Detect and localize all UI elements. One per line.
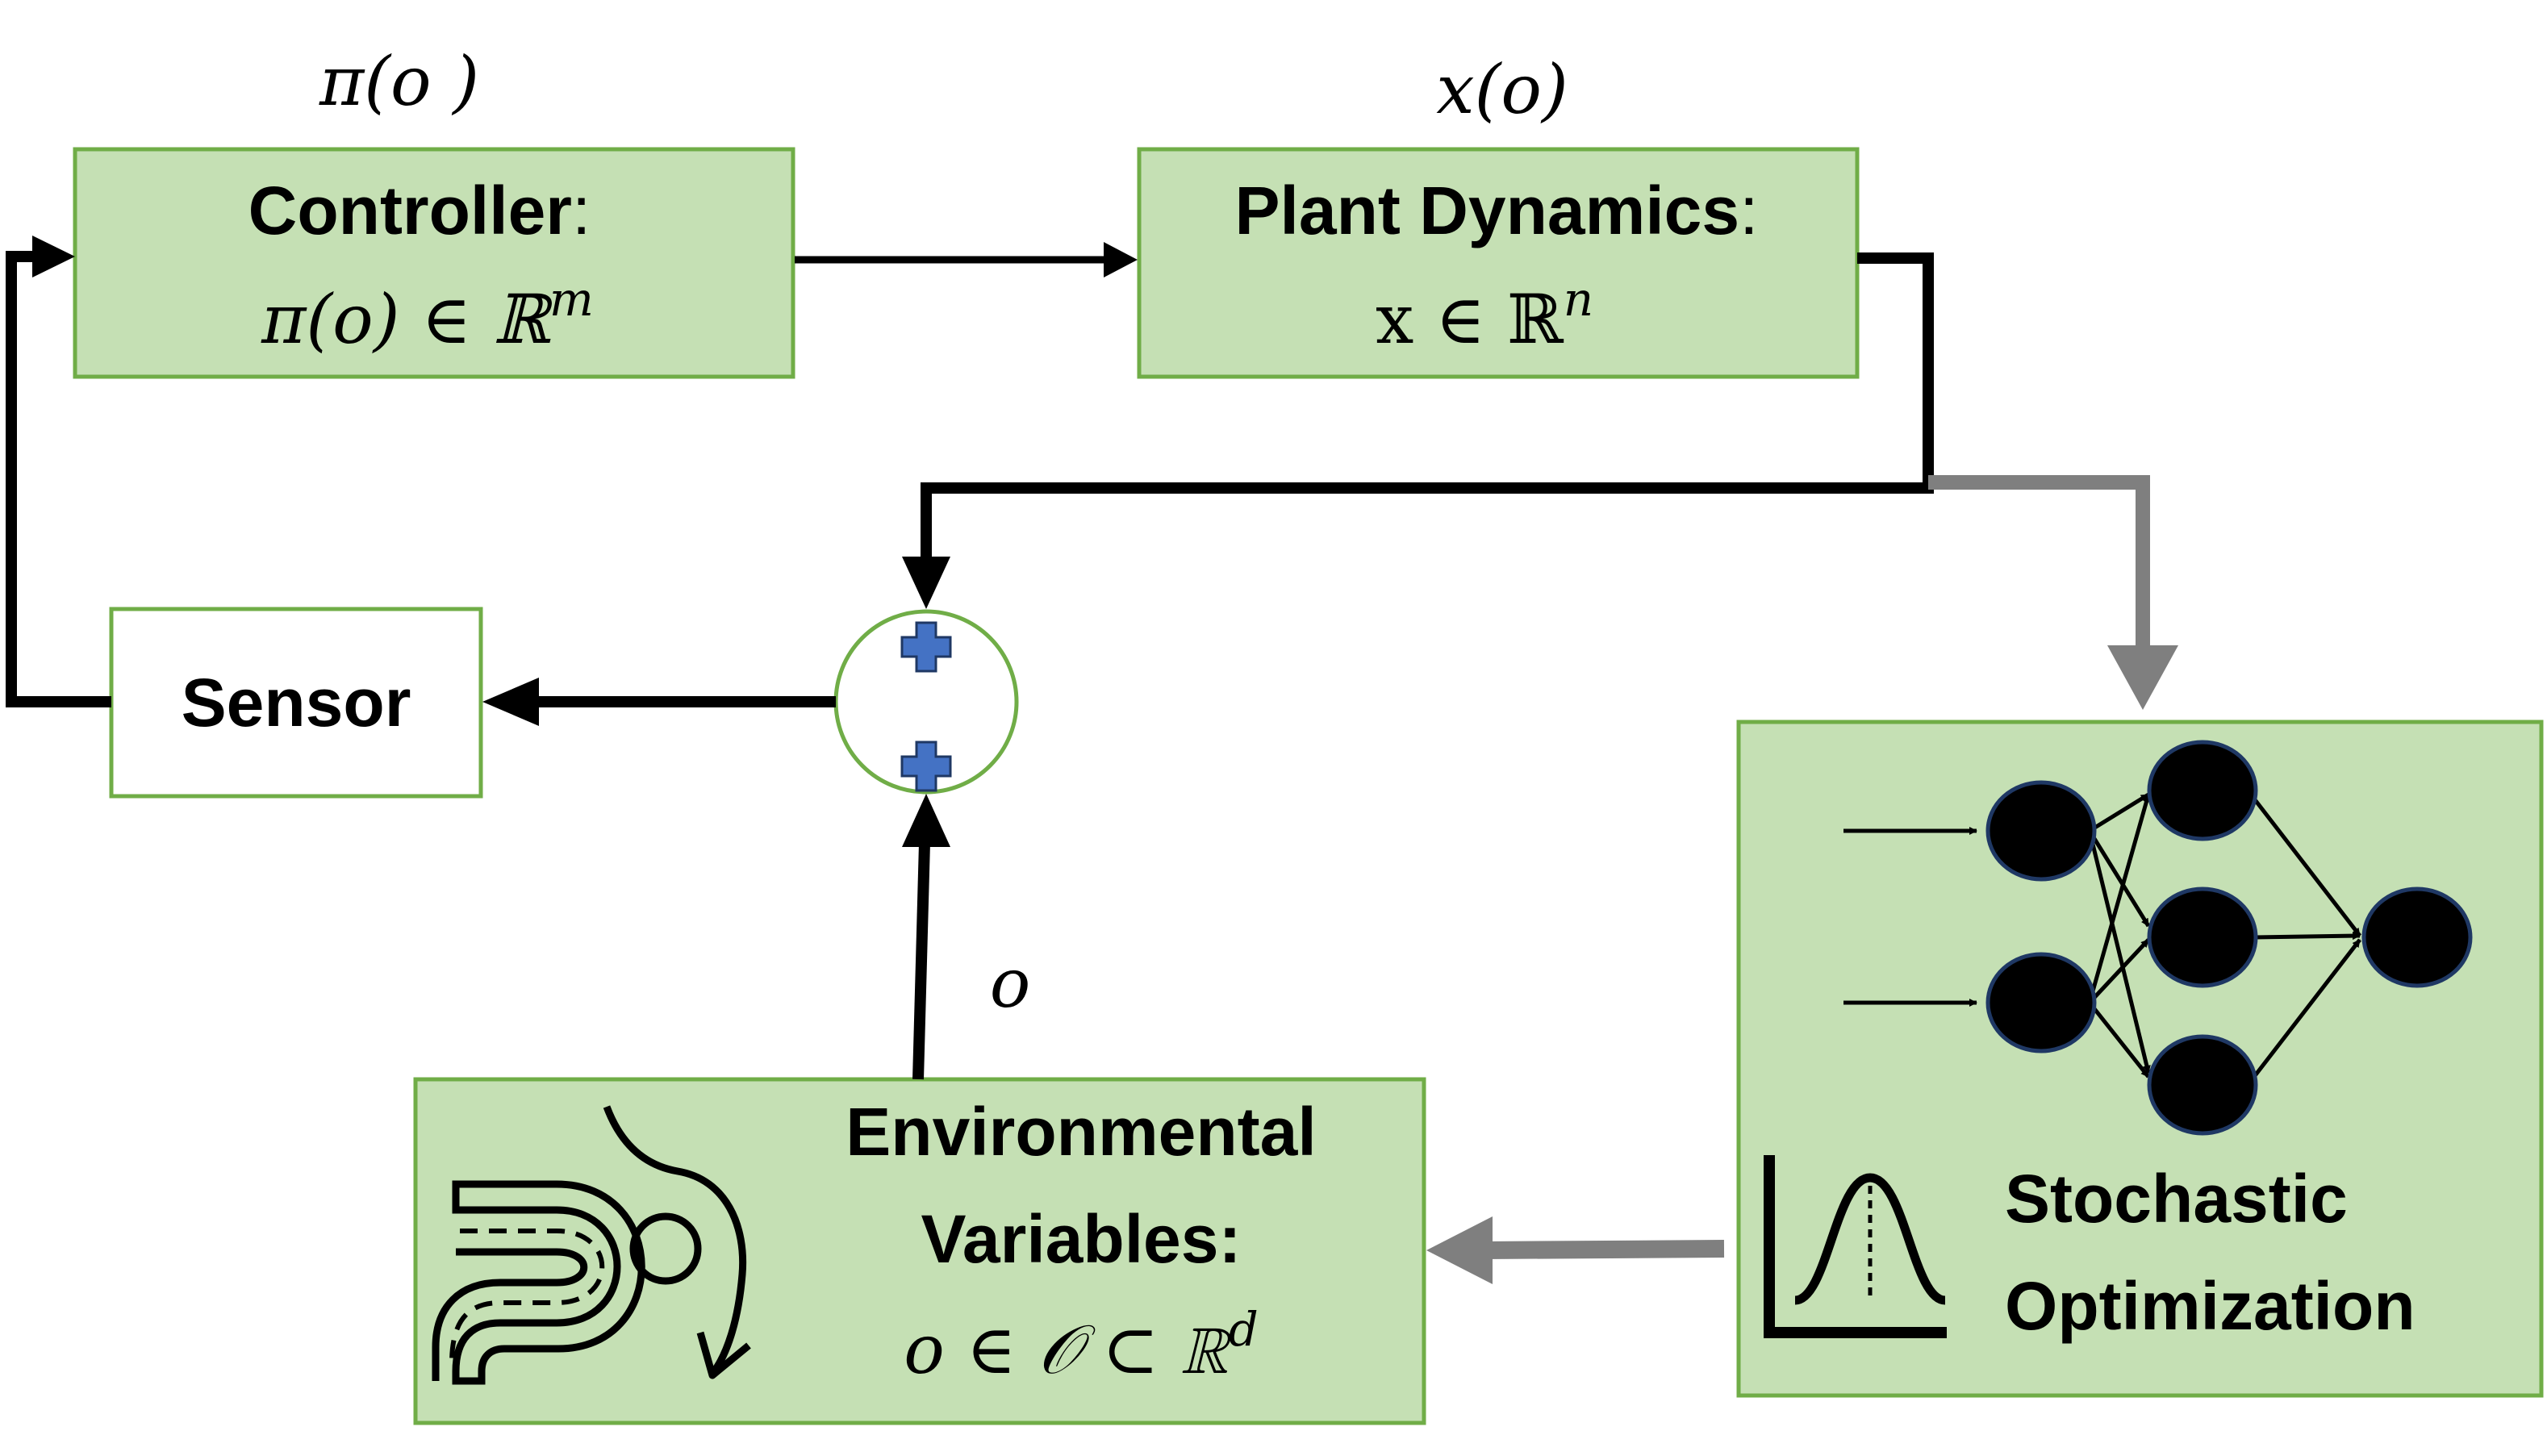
controller-math-sup: m: [549, 272, 594, 327]
sum-to-sensor-arrowhead: [482, 678, 539, 726]
optimization-to-env-arrowhead: [1426, 1216, 1493, 1284]
stochastic-label-line2: Optimization: [2005, 1268, 2415, 1344]
controller-title: Controller:: [248, 173, 591, 248]
plant-title: Plant Dynamics:: [1235, 173, 1759, 248]
env-to-sum-line: [912, 842, 930, 1080]
controller-math: π(o) ∈ ℝm: [261, 272, 594, 359]
env-math-sup: d: [1229, 1302, 1259, 1357]
controller-output-label: π(o ): [319, 42, 479, 121]
plant-math-sup: n: [1564, 272, 1593, 327]
sensor-box: [109, 607, 483, 799]
sensor-to-controller-line: [6, 251, 111, 707]
bell-curve-icon: [1764, 1155, 1947, 1338]
plant-math: x ∈ ℝn: [1376, 272, 1593, 359]
env-title-line1: Environmental: [846, 1094, 1316, 1170]
env-math-text: o ∈ 𝒪 ⊂ ℝ: [904, 1310, 1232, 1389]
sensor-label: Sensor: [182, 665, 411, 741]
plant-title-colon: :: [1739, 173, 1758, 248]
env-math: o ∈ 𝒪 ⊂ ℝd: [904, 1302, 1259, 1389]
optimization-to-env-line: [1484, 1240, 1725, 1259]
plant-math-text: x ∈ ℝ: [1376, 280, 1564, 359]
controller-title-text: Controller: [248, 173, 572, 248]
controller-box: [73, 147, 795, 379]
plant-dynamics-box: [1137, 147, 1860, 379]
environmental-variables-box: [413, 1077, 1426, 1425]
plus-icon: [900, 741, 952, 792]
stochastic-label-line1: Stochastic: [2005, 1161, 2348, 1237]
plant-to-optimization-arrowhead: [2107, 645, 2178, 710]
neural-network-icon: [1843, 740, 2473, 1136]
env-title-line2: Variables:: [921, 1201, 1242, 1277]
plus-icon: [900, 621, 952, 673]
sensor-to-controller-arrowhead: [32, 236, 75, 277]
plant-state-label: x(o): [1436, 50, 1568, 129]
env-to-sum-arrowhead: [902, 794, 950, 847]
controller-to-plant-arrowhead: [1104, 242, 1138, 277]
winding-road-icon: [432, 1105, 751, 1385]
controller-title-colon: :: [572, 173, 591, 248]
plant-title-text: Plant Dynamics: [1235, 173, 1740, 248]
controller-math-text: π(o) ∈ ℝ: [261, 280, 553, 359]
plant-to-sum-arrowhead: [902, 557, 950, 609]
plant-to-optimization-line: [1928, 475, 2150, 649]
observation-label: o: [990, 944, 1031, 1023]
stochastic-optimization-box: [1736, 720, 2544, 1398]
